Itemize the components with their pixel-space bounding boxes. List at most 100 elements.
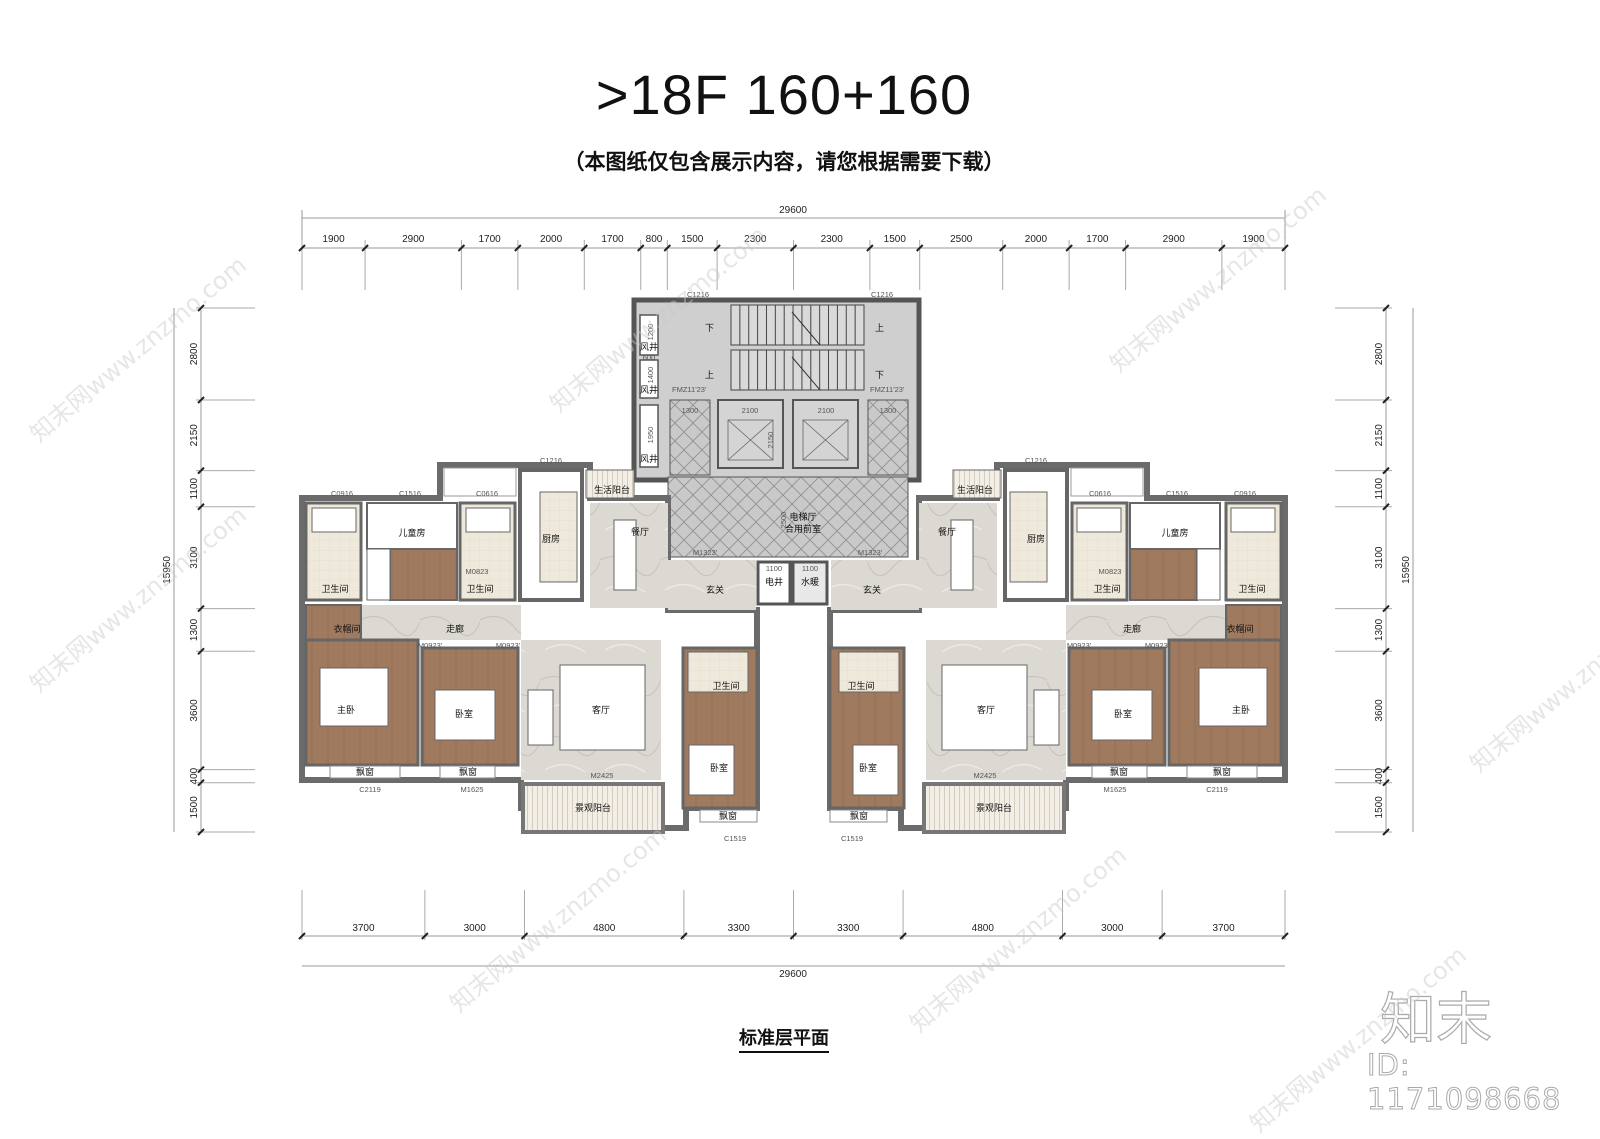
dimension-tick (1382, 304, 1390, 312)
room-label: 客厅 (977, 704, 995, 716)
air-shaft-label: 风井 (640, 341, 658, 353)
door-code: M0923' (418, 641, 443, 650)
door-code: M0823 (1099, 567, 1122, 576)
dimension-tick (866, 244, 874, 252)
lift-vestibule-right (867, 399, 909, 476)
dimension-tick (1382, 604, 1390, 613)
dimension-tick (1281, 244, 1289, 252)
room-label: 玄关 (863, 584, 881, 596)
room-label: 卧室 (710, 762, 728, 774)
dimension-label: 2000 (1025, 234, 1048, 245)
right-total-dimension: 15950 (1401, 556, 1412, 584)
room-label: 卫生间 (712, 680, 739, 692)
dimension-label: 400 (189, 767, 200, 784)
foyer (668, 560, 756, 610)
window-code: C1519 (841, 834, 863, 843)
dimension-label: 800 (646, 234, 663, 245)
lift-dimension: 2100 (818, 406, 835, 415)
window-code: C1216 (1025, 456, 1047, 465)
dimension-tick (197, 828, 205, 836)
shaft-dimension: 1100 (766, 564, 782, 573)
plan-title: >18F 160+160 (595, 63, 973, 126)
electric-shaft (756, 560, 792, 606)
room-label: 飘窗 (459, 766, 477, 778)
shaft-dimension: 1950 (646, 427, 655, 444)
electric-shaft-label: 电井 (765, 576, 783, 588)
elevator-lobby (667, 476, 909, 558)
dimension-label: 3700 (352, 923, 375, 934)
utility-balcony (952, 469, 1002, 499)
window-code: C2119 (1206, 785, 1228, 794)
corridor (361, 605, 521, 640)
walk-in-closet (1225, 604, 1282, 641)
dimension-label: 400 (1374, 767, 1385, 784)
room-label: 生活阳台 (957, 484, 993, 496)
side-dimension-ticks: 2800215011003100130036004001500280021501… (189, 304, 1392, 836)
dimension-tick (197, 604, 205, 613)
shaft-dimension: 1100 (802, 564, 818, 573)
room-label: 玄关 (706, 584, 724, 596)
dimension-tick (457, 244, 466, 252)
dimension-label: 3300 (837, 923, 860, 934)
bed (688, 744, 735, 796)
door-code: M1625 (1104, 785, 1127, 794)
air-shaft-2 (639, 359, 659, 399)
elevator-shaft-2 (792, 399, 859, 469)
window-code: C1516 (1166, 489, 1188, 498)
dimension-tick (789, 932, 798, 940)
dimension-label: 2800 (1374, 342, 1385, 365)
dimension-tick (637, 244, 645, 252)
dimension-label: 3000 (464, 923, 487, 934)
room-label: 走廊 (1123, 623, 1141, 635)
caption-text: 标准层平面 (739, 1028, 829, 1053)
kids-room (1129, 502, 1221, 550)
room-label: 飘窗 (850, 810, 868, 822)
bottom-total-dimension: 29600 (779, 969, 807, 980)
room-label: 卫生间 (321, 583, 348, 595)
room-label: 飘窗 (356, 766, 374, 778)
bed (852, 744, 899, 796)
dimension-label: 3100 (1374, 546, 1385, 569)
side-dimension-chains (173, 308, 1414, 832)
dimension-label: 3000 (1101, 923, 1124, 934)
staircase (730, 304, 865, 391)
door-code: M2425 (974, 771, 997, 780)
lobby-label: 电梯厅 (789, 511, 816, 523)
elevator-shaft-1 (717, 399, 784, 469)
lift-dimension: 1300 (880, 406, 897, 415)
lift-vestibule-left (669, 399, 711, 476)
air-shaft-1 (639, 314, 659, 356)
water-shaft (791, 560, 829, 606)
dimension-tick (789, 244, 798, 252)
bay-window (1091, 765, 1148, 779)
room-label: 卫生间 (466, 583, 493, 595)
dimension-tick (197, 466, 205, 475)
room-label: 飘窗 (719, 810, 737, 822)
window-code: C1216 (687, 290, 709, 299)
lift-depth-dimension: 2150 (766, 432, 775, 449)
room-label: 儿童房 (1161, 527, 1188, 539)
dimension-label: 1700 (1086, 234, 1109, 245)
dimension-label: 1500 (681, 234, 704, 245)
bed (434, 689, 496, 741)
bay-window (439, 765, 496, 779)
room-label: 卫生间 (847, 680, 874, 692)
dimension-label: 3700 (1212, 923, 1235, 934)
window-code: C0616 (1089, 489, 1111, 498)
window-code: C0616 (476, 489, 498, 498)
door-code: M2425 (591, 771, 614, 780)
unit-right-labels: 儿童房 卫生间 卫生间 厨房 生活阳台 餐厅 玄关 走廊 衣帽间 主卧 卧室 客… (841, 456, 1266, 843)
bathroom-3 (838, 651, 900, 693)
air-shaft-label: 风井 (640, 384, 658, 396)
dimension-tick (520, 932, 529, 940)
foyer (831, 560, 919, 610)
dimension-tick (1218, 244, 1226, 252)
bed (1091, 689, 1153, 741)
dimension-label: 3600 (189, 699, 200, 722)
dimension-label: 1100 (1374, 478, 1385, 500)
dimension-tick (298, 932, 306, 940)
unit-left (299, 462, 760, 834)
dimension-label: 3600 (1374, 699, 1385, 722)
